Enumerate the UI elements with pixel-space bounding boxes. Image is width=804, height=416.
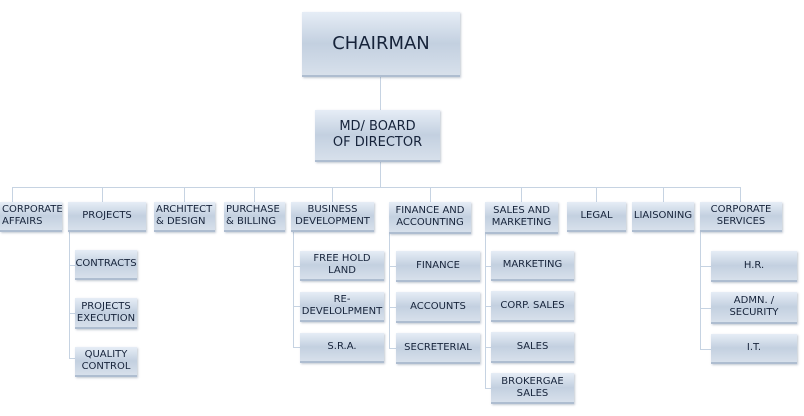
- unit-accounts: ACCOUNTS: [396, 292, 480, 323]
- dept-corporate-services: CORPORATE SERVICES: [700, 202, 782, 232]
- board-box: MD/ BOARD OF DIRECTOR: [315, 110, 440, 162]
- chairman-box: CHAIRMAN: [302, 12, 460, 77]
- connector-main-bus: [12, 187, 741, 188]
- dept-corporate-affairs: CORPORATE AFFAIRS: [0, 202, 63, 232]
- dept-business-development: BUSINESS DEVELOPMENT: [291, 202, 374, 232]
- connector-drop-legal: [596, 187, 597, 202]
- dept-liaisoning: LIAISONING: [632, 202, 694, 232]
- connector-branch-accounts: [389, 307, 396, 308]
- connector-drop-corporate-affairs: [12, 187, 13, 202]
- unit-quality-control: QUALITY CONTROL: [75, 347, 137, 377]
- dept-legal: LEGAL: [567, 202, 626, 232]
- dept-sales-marketing: SALES AND MARKETING: [485, 202, 558, 234]
- unit-redevelopment: RE- DEVELOLPMENT: [300, 292, 384, 322]
- connector-drop-sales-marketing: [521, 187, 522, 202]
- connector-branch-hr: [700, 266, 711, 267]
- connector-drop-finance-accounting: [430, 187, 431, 202]
- connector-branch-free-hold-land: [293, 266, 300, 267]
- connector-branch-redevelopment: [293, 306, 300, 307]
- unit-marketing: MARKETING: [491, 251, 574, 281]
- dept-projects: PROJECTS: [68, 202, 146, 232]
- connector-branch-admn-security: [700, 308, 711, 309]
- connector-drop-architect: [184, 187, 185, 202]
- connector-drop-liaisoning: [663, 187, 664, 202]
- unit-it: I.T.: [711, 334, 797, 364]
- connector-drop-projects: [102, 187, 103, 202]
- connector-branch-corp-sales: [485, 306, 491, 307]
- connector-branch-sales: [485, 347, 491, 348]
- connector-spine-finance-accounting: [389, 234, 390, 348]
- unit-brokerage-sales: BROKERGAE SALES: [491, 373, 574, 404]
- connector-spine-sales-marketing: [485, 234, 486, 389]
- connector-spine-projects: [69, 232, 70, 358]
- connector-chairman-board: [380, 77, 381, 110]
- connector-branch-brokerage-sales: [485, 388, 491, 389]
- unit-sra: S.R.A.: [300, 333, 384, 363]
- unit-corp-sales: CORP. SALES: [491, 291, 574, 322]
- connector-branch-marketing: [485, 266, 491, 267]
- unit-admn-security: ADMN. / SECURITY: [711, 292, 797, 324]
- connector-branch-secreterial: [389, 348, 396, 349]
- connector-branch-projects-execution: [69, 313, 75, 314]
- unit-contracts: CONTRACTS: [75, 250, 137, 280]
- connector-drop-purchase: [254, 187, 255, 202]
- unit-hr: H.R.: [711, 251, 797, 282]
- dept-architect-design: ARCHITECT & DESIGN: [154, 202, 215, 232]
- unit-finance: FINANCE: [396, 251, 480, 282]
- dept-purchase-billing: PURCHASE & BILLING: [224, 202, 285, 232]
- unit-sales: SALES: [491, 332, 574, 363]
- unit-projects-execution: PROJECTS EXECUTION: [75, 298, 137, 329]
- connector-branch-sra: [293, 347, 300, 348]
- unit-free-hold-land: FREE HOLD LAND: [300, 251, 384, 281]
- connector-branch-quality-control: [69, 358, 75, 359]
- connector-branch-finance: [389, 266, 396, 267]
- unit-secreterial: SECRETERIAL: [396, 333, 480, 364]
- connector-spine-business-development: [293, 232, 294, 347]
- connector-spine-corporate-services: [700, 232, 701, 349]
- connector-drop-corporate-services: [740, 187, 741, 202]
- connector-drop-business-development: [332, 187, 333, 202]
- connector-branch-contracts: [69, 265, 75, 266]
- connector-board-bus: [380, 162, 381, 187]
- connector-branch-it: [700, 349, 711, 350]
- dept-finance-accounting: FINANCE AND ACCOUNTING: [389, 202, 471, 234]
